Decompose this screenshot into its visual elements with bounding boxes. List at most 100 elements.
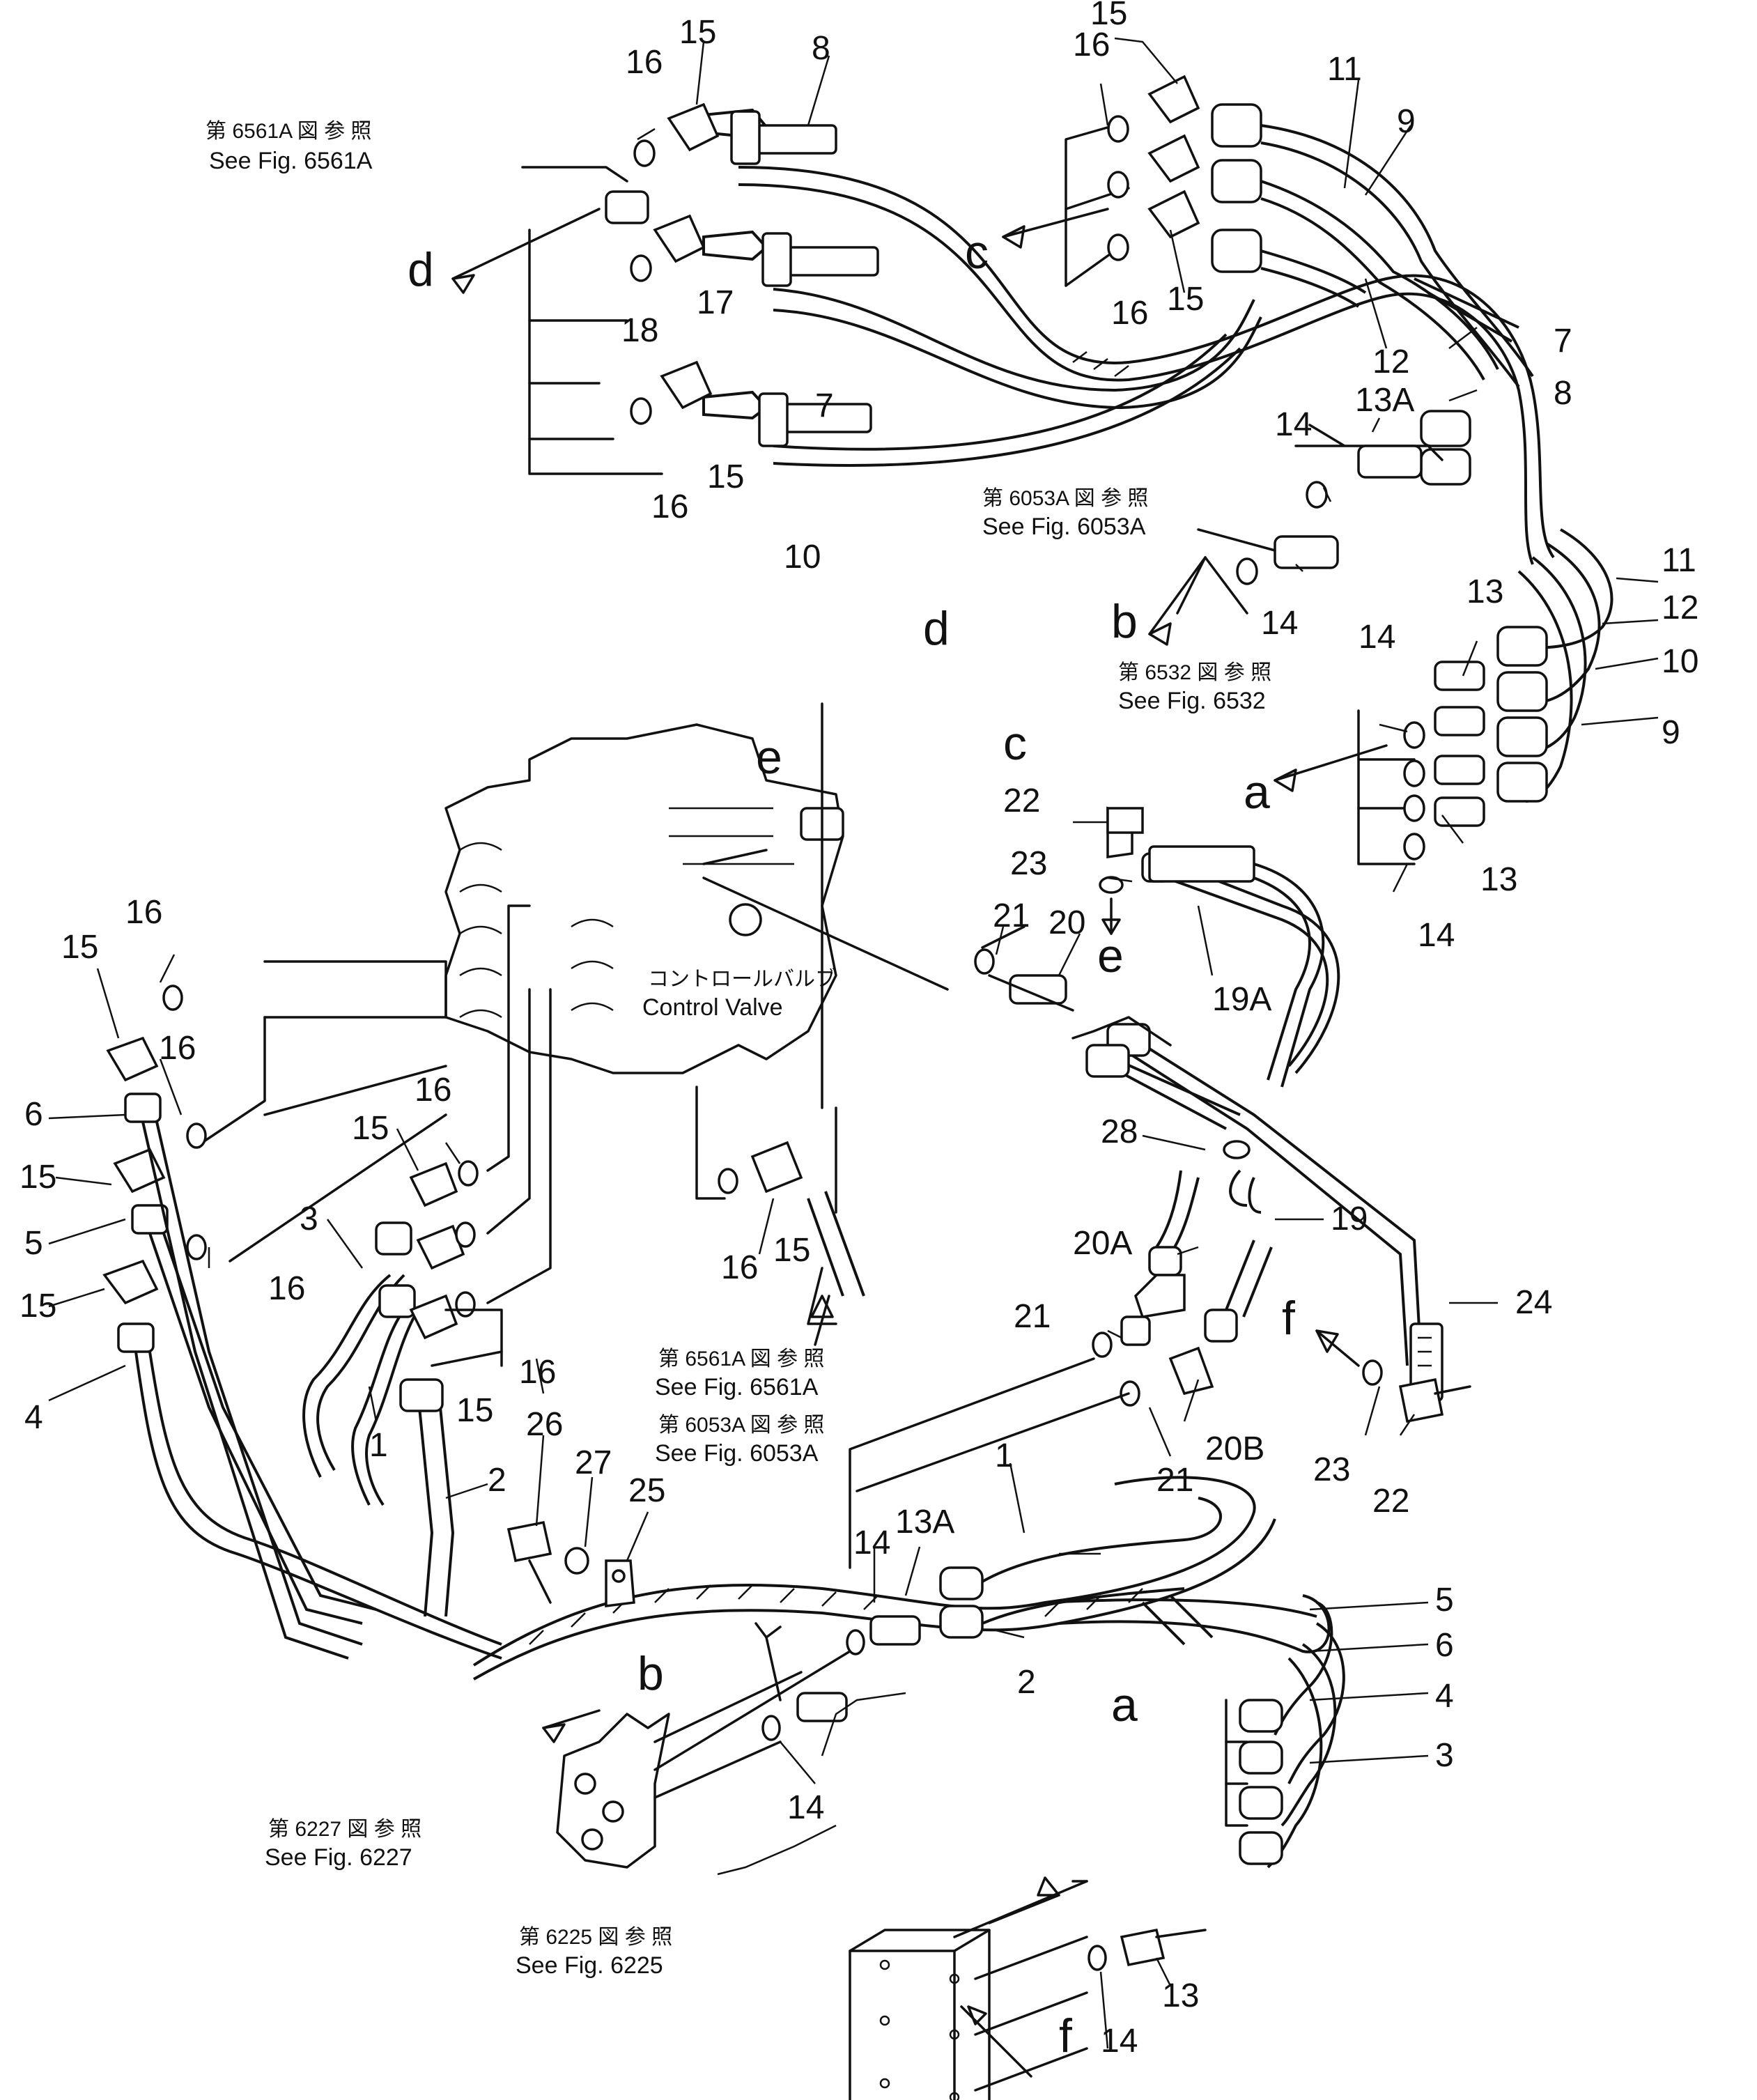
left-hose-group [102, 904, 552, 1660]
part-28: 28 [1101, 1113, 1138, 1150]
part-21: 21 [1156, 1462, 1193, 1499]
part-8: 8 [812, 30, 830, 67]
part-15: 15 [1090, 0, 1127, 32]
letter-a-bottom: a [1111, 1678, 1138, 1731]
letter-e-mid: e [756, 731, 782, 784]
part-5: 5 [1435, 1582, 1454, 1619]
part-13: 13 [1466, 573, 1503, 610]
right-fittings-a [1274, 661, 1485, 865]
part-23: 23 [1010, 845, 1047, 882]
letter-b-bottom: b [637, 1647, 664, 1700]
part-19A: 19A [1212, 981, 1271, 1018]
part-2: 2 [488, 1462, 506, 1499]
part-16: 16 [125, 894, 162, 931]
part-15: 15 [61, 929, 98, 966]
letter-b-top: b [1111, 595, 1138, 648]
middle-fitting-group [695, 1086, 865, 1346]
part-12: 12 [1662, 589, 1698, 626]
ref-6225-en: See Fig. 6225 [516, 1952, 663, 1979]
part-21: 21 [1014, 1298, 1051, 1335]
control-valve-body [263, 702, 949, 1214]
part-21: 21 [993, 897, 1030, 934]
part-12: 12 [1372, 343, 1409, 380]
ref-6053a-jp: 第 6053A 図 参 照 [982, 487, 1148, 510]
part-20B: 20B [1205, 1430, 1264, 1467]
center-right-fittings [849, 806, 1444, 1569]
letter-d-mid: d [923, 602, 950, 655]
letter-c-top: c [965, 226, 989, 279]
part-6: 6 [1435, 1627, 1454, 1664]
top-left-fittings [451, 102, 720, 475]
part-15: 15 [1167, 281, 1204, 318]
part-16: 16 [415, 1072, 451, 1109]
part-14: 14 [1261, 605, 1298, 642]
letter-c-mid: c [1003, 717, 1027, 770]
part-1: 1 [369, 1427, 388, 1464]
ref-6053a-2-en: See Fig. 6053A [655, 1440, 819, 1467]
part-14: 14 [853, 1524, 890, 1561]
letter-d-top: d [408, 243, 434, 296]
control-valve-en: Control Valve [642, 994, 783, 1021]
ref-6561a-2-jp: 第 6561A 図 参 照 [658, 1348, 824, 1371]
part-14: 14 [787, 1789, 824, 1826]
ref-6561a-en: See Fig. 6561A [209, 148, 373, 174]
part-15: 15 [20, 1288, 56, 1325]
part-7: 7 [815, 387, 834, 424]
lower-left-components [506, 1520, 921, 1869]
part-14: 14 [1418, 917, 1455, 954]
control-valve-jp: コントロールバルブ [648, 968, 836, 991]
part-13A: 13A [1355, 382, 1414, 419]
part-20: 20 [1048, 904, 1085, 941]
part-22: 22 [1003, 782, 1040, 819]
part-13A: 13A [895, 1504, 954, 1541]
hose-19A [1148, 845, 1325, 1088]
part-26: 26 [526, 1406, 563, 1443]
part-11: 11 [1327, 51, 1362, 88]
part-15: 15 [20, 1159, 56, 1196]
part-16: 16 [268, 1270, 305, 1307]
part-19: 19 [1331, 1200, 1368, 1237]
part-23: 23 [1313, 1451, 1350, 1488]
part-15: 15 [707, 458, 744, 495]
part-16: 16 [519, 1354, 556, 1391]
fitting-22-23 [1106, 807, 1471, 1395]
part-24: 24 [1515, 1284, 1552, 1321]
part-4: 4 [24, 1399, 43, 1436]
part-25: 25 [628, 1472, 665, 1509]
part-14: 14 [1275, 406, 1312, 443]
part-4: 4 [1435, 1678, 1454, 1715]
right-side-brackets [1225, 1699, 1248, 1827]
ref-6561a-jp: 第 6561A 図 参 照 [206, 120, 371, 143]
manifold-6225 [849, 1876, 1207, 2100]
lower-hose-bundle [472, 1476, 1345, 1869]
leader-lines [48, 37, 1659, 2049]
part-18: 18 [621, 312, 658, 349]
part-11: 11 [1662, 542, 1696, 579]
part-3: 3 [300, 1200, 318, 1237]
part-16: 16 [626, 44, 663, 81]
part-16: 16 [651, 488, 688, 525]
part-8: 8 [1554, 375, 1572, 412]
top-right-fittings [1002, 75, 1443, 646]
part-20A: 20A [1073, 1225, 1132, 1262]
part-15: 15 [352, 1110, 389, 1147]
part-6: 6 [24, 1096, 43, 1133]
part-13: 13 [1162, 1977, 1199, 2014]
part-9: 9 [1662, 714, 1680, 751]
part-numbers: 16 15 8 1 7 18 7 15 16 10 15 16 11 9 16 1… [20, 0, 1698, 2060]
upper-hose-bundle [702, 103, 1613, 803]
connection-letters: d c b a d c e e f b a f [408, 226, 1295, 2062]
letter-e-right: e [1097, 929, 1124, 982]
letter-a-top: a [1244, 766, 1270, 819]
part-10: 10 [1662, 643, 1698, 680]
ref-6227-en: See Fig. 6227 [265, 1844, 412, 1871]
part-3: 3 [1435, 1737, 1454, 1774]
ref-6227-jp: 第 6227 図 参 照 [268, 1818, 421, 1841]
part-15: 15 [456, 1392, 493, 1429]
part-14: 14 [1101, 2023, 1138, 2060]
part-7: 7 [1554, 323, 1572, 360]
part-15: 15 [679, 14, 716, 51]
part-10: 10 [784, 539, 821, 576]
